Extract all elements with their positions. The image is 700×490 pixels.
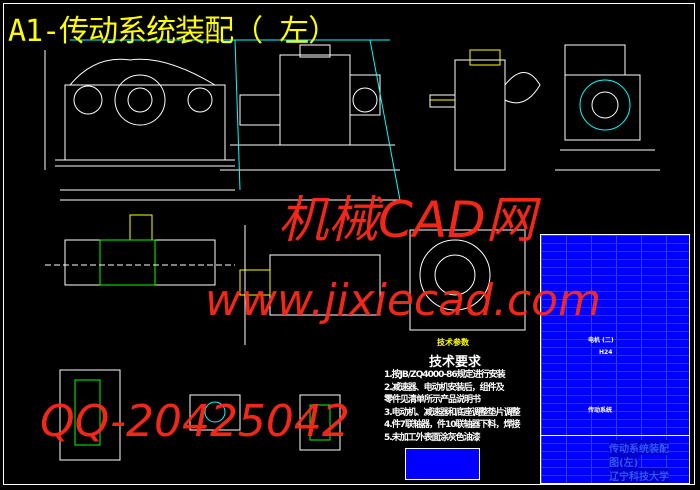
tech-requirement-item: 5.未加工外表面涂灰色油漆 [384,432,481,443]
sheet-name: 图(左) [609,454,639,469]
title-block-divider [541,435,689,436]
watermark-site-name: 机械CAD网 [278,191,536,249]
gearbox-front-view [44,50,400,201]
tech-requirement-item: 零件见清单所示产品说明书 [384,395,481,405]
drawing-frame [3,3,695,485]
motor-front-view [220,44,400,171]
tech-params-label: 技术参数 [437,338,469,347]
tech-requirement-item: 4.件7联轴器，件10联轴器下料，焊接 [384,420,520,430]
side-view [429,44,660,171]
tech-requirements: 技术要求 1.按JB/ZQ4000-86规定进行安装 2.减速器、电动机安装后，… [384,355,521,444]
bom-note: 电机 (二) [588,337,614,344]
bom-note: 传动系统 [588,407,613,414]
detail-views [59,369,341,461]
tech-requirement-item: 3.电动机、减速器和底座调整垫片调整 [384,407,521,418]
params-table [405,448,480,480]
watermark-qq: QQ-20425042 [40,396,350,447]
drawing-title: A1-传动系统装配（ 左） [8,14,338,49]
tech-requirement-item: 2.减速器、电动机安装后，组件及 [384,382,505,393]
watermark-url: www.jixiecad.com [205,275,601,326]
dimension-lines [70,39,401,201]
bom-note: H24 [599,349,613,356]
plan-view [45,214,526,345]
bom-title-block: 电机 (二) H24 传动系统 传动系统装配 图(左) 辽宁科技大学 [540,234,690,484]
tech-requirements-heading: 技术要求 [429,355,482,370]
drawing-name: 传动系统装配 [609,440,669,455]
tech-requirement-item: 1.按JB/ZQ4000-86规定进行安装 [384,370,506,380]
school-name: 辽宁科技大学 [609,468,669,483]
